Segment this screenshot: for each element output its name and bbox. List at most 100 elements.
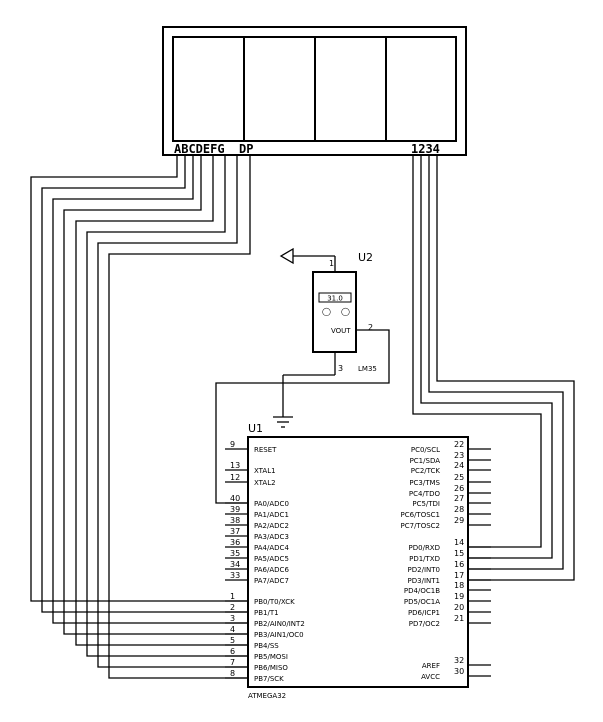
mcu-pin-label: PD3/INT1 (408, 577, 440, 585)
mcu-pin-label: PD4/OC1B (404, 587, 440, 595)
mcu-pin-label: RESET (254, 446, 277, 454)
mcu-pin-number: 23 (454, 451, 464, 460)
mcu-pin-label: PB2/AIN0/INT2 (254, 620, 305, 628)
mcu-pin-label: PC0/SCL (411, 446, 440, 454)
mcu-pin-label: AREF (422, 662, 440, 670)
mcu-pin-number: 26 (454, 484, 464, 493)
u2-reference: U2 (358, 251, 373, 264)
atmega32-microcontroller[interactable]: U1 ATMEGA32 (247, 422, 469, 700)
u1-part-name: ATMEGA32 (248, 692, 286, 700)
mcu-pin-label: PA4/ADC4 (254, 544, 289, 552)
mcu-pin-label: PB4/SS (254, 642, 279, 650)
mcu-pin-number: 37 (230, 527, 240, 536)
mcu-left-pins: 9RESET13XTAL112XTAL240PA0/ADC039PA1/ADC1… (225, 440, 305, 683)
mcu-pin-number: 8 (230, 669, 235, 678)
mcu-pin-label: PA0/ADC0 (254, 500, 289, 508)
lm35-sensor[interactable]: 31.0 ◯ ◯ VOUT U2 LM35 1 2 3 (312, 251, 377, 373)
mcu-pin-number: 14 (454, 538, 464, 547)
mcu-pin-label: PB6/MISO (254, 664, 288, 672)
u1-reference: U1 (248, 422, 263, 435)
mcu-pin-number: 25 (454, 473, 464, 482)
mcu-pin-label: PC5/TDI (412, 500, 440, 508)
mcu-pin-number: 7 (230, 658, 235, 667)
mcu-pin-label: PC6/TOSC1 (401, 511, 441, 519)
mcu-pin-label: PB1/T1 (254, 609, 279, 617)
u2-part-name: LM35 (358, 365, 377, 373)
mcu-pin-number: 6 (230, 647, 235, 656)
mcu-pin-number: 33 (230, 571, 240, 580)
mcu-pin-label: PC2/TCK (411, 467, 441, 475)
mcu-pin-label: PD6/ICP1 (408, 609, 440, 617)
mcu-pin-number: 18 (454, 581, 464, 590)
mcu-pin-label: PB3/AIN1/OC0 (254, 631, 304, 639)
pin-number: 1 (329, 259, 334, 268)
temperature-readout: 31.0 (327, 295, 343, 303)
power-terminal-arrow (279, 247, 336, 272)
mcu-pin-label: PA6/ADC6 (254, 566, 289, 574)
mcu-pin-label: PD7/OC2 (409, 620, 440, 628)
mcu-pin-number: 34 (230, 560, 240, 569)
mcu-pin-number: 21 (454, 614, 464, 623)
mcu-pin-number: 27 (454, 494, 464, 503)
segment-bus-wires (30, 155, 251, 679)
mcu-pin-number: 20 (454, 603, 464, 612)
mcu-pin-label: PC4/TDO (409, 490, 441, 498)
mcu-pin-number: 29 (454, 516, 464, 525)
mcu-pin-number: 28 (454, 505, 464, 514)
mcu-pin-label: PC1/SDA (410, 457, 441, 465)
mcu-pin-number: 40 (230, 494, 240, 503)
mcu-pin-number: 32 (454, 656, 464, 665)
mcu-pin-number: 17 (454, 571, 464, 580)
mcu-pin-number: 4 (230, 625, 235, 634)
segment-pin-label: ABCDEFG DP (174, 142, 253, 156)
mcu-pin-number: 3 (230, 614, 235, 623)
mcu-pin-label: PB5/MOSI (254, 653, 288, 661)
mcu-pin-number: 39 (230, 505, 240, 514)
decrease-button[interactable]: ◯ (322, 307, 331, 316)
mcu-pin-label: AVCC (421, 673, 440, 681)
mcu-pin-label: PA1/ADC1 (254, 511, 289, 519)
mcu-pin-number: 13 (230, 461, 240, 470)
display-frame (162, 26, 467, 156)
mcu-pin-number: 5 (230, 636, 235, 645)
mcu-pin-number: 16 (454, 560, 464, 569)
mcu-pin-number: 22 (454, 440, 464, 449)
mcu-pin-label: PA3/ADC3 (254, 533, 289, 541)
mcu-pin-label: PA5/ADC5 (254, 555, 289, 563)
mcu-pin-label: PB7/SCK (254, 675, 284, 683)
mcu-pin-number: 35 (230, 549, 240, 558)
ground-symbol (273, 352, 336, 428)
mcu-pin-label: PA7/ADC7 (254, 577, 289, 585)
increase-button[interactable]: ◯ (341, 307, 350, 316)
mcu-pin-number: 12 (230, 473, 240, 482)
mcu-pin-number: 15 (454, 549, 464, 558)
vout-label: VOUT (331, 327, 351, 335)
mcu-pin-label: XTAL2 (254, 479, 276, 487)
pin-number: 3 (338, 364, 343, 373)
mcu-pin-label: PD2/INT0 (408, 566, 440, 574)
mcu-pin-number: 19 (454, 592, 464, 601)
mcu-pin-number: 36 (230, 538, 240, 547)
digit-select-wires (412, 155, 575, 581)
mcu-pin-number: 9 (230, 440, 235, 449)
vout-to-pa0-wire (215, 329, 390, 504)
mcu-pin-label: PA2/ADC2 (254, 522, 289, 530)
mcu-pin-label: XTAL1 (254, 467, 276, 475)
digit-pin-label: 1234 (411, 142, 440, 156)
mcu-pin-label: PC3/TMS (409, 479, 440, 487)
mcu-pin-number: 1 (230, 592, 235, 601)
mcu-pin-label: PD5/OC1A (404, 598, 440, 606)
mcu-pin-number: 38 (230, 516, 240, 525)
mcu-pin-label: PB0/T0/XCK (254, 598, 295, 606)
mcu-body (247, 436, 469, 688)
mcu-pin-label: PC7/TOSC2 (401, 522, 441, 530)
mcu-pin-label: PD0/RXD (409, 544, 440, 552)
mcu-pin-number: 24 (454, 461, 464, 470)
mcu-pin-label: PD1/TXD (409, 555, 440, 563)
seven-segment-display[interactable]: ABCDEFG DP 1234 (162, 26, 467, 156)
temperature-readout-box (318, 292, 352, 303)
pin-number: 2 (368, 323, 373, 332)
mcu-pin-number: 2 (230, 603, 235, 612)
